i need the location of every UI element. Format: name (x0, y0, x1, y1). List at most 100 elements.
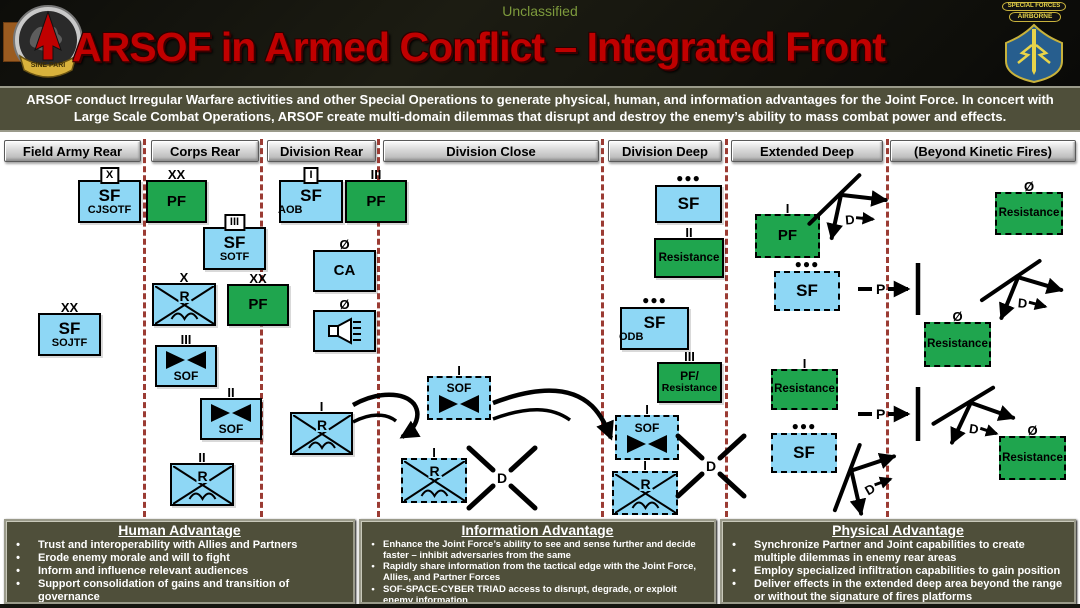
special-forces-patch-icon: SPECIAL FORCES AIRBORNE (1002, 2, 1066, 84)
unit-psyop: Ø (313, 298, 376, 352)
unit-pf: XX PF (227, 272, 289, 326)
unit-label: PF (366, 192, 386, 210)
hook-arrow (351, 392, 421, 439)
echelon-marker: ●●● (676, 171, 701, 185)
column-separator (886, 139, 889, 517)
echelon-marker: Ø (1027, 423, 1038, 438)
ranger-recon-icon: R (154, 285, 214, 324)
echelon-marker: ●●● (794, 257, 820, 271)
column-header-division-deep: Division Deep (608, 140, 722, 162)
echelon-marker: XX (60, 300, 79, 315)
unit-label: PF/ (680, 369, 699, 384)
unit-sublabel: SOTF (219, 250, 250, 263)
unit-label: SOF (634, 420, 660, 435)
echelon-marker: ●●● (642, 293, 667, 307)
echelon-marker: XX (249, 271, 267, 286)
slide-title: ARSOF in Armed Conflict – Integrated Fro… (72, 24, 886, 70)
sweep-arrow (492, 388, 614, 441)
panel-title: Physical Advantage (832, 522, 964, 538)
panel-human-advantage: Human Advantage•Trust and interoperabili… (4, 519, 355, 604)
svg-text:D: D (706, 458, 716, 474)
echelon-marker: X (179, 270, 189, 285)
unit-sf: ●●● SF (774, 258, 840, 311)
ranger-recon-icon: R (172, 465, 232, 504)
unit-label: PF (248, 296, 268, 314)
echelon-marker: ●●● (791, 419, 817, 433)
column-header-field-army-rear: Field Army Rear (4, 140, 141, 162)
echelon-marker: I (457, 363, 461, 378)
unit-label: SF (793, 443, 815, 463)
column-header-division-rear: Division Rear (267, 140, 376, 162)
panel-bullet: •Synchronize Partner and Joint capabilit… (732, 538, 1025, 564)
echelon-marker: III (180, 332, 192, 347)
echelon-marker: II (227, 385, 235, 400)
column-header-extended-deep: Extended Deep (731, 140, 883, 162)
footer-strip (0, 604, 1080, 608)
column-header-division-close: Division Close (383, 140, 599, 162)
unit-label: SF (98, 185, 121, 205)
unit-label: SF (796, 281, 818, 301)
unit-label: CA (333, 262, 356, 280)
panel-bullet: •SOF-SPACE-CYBER TRIAD access to disrupt… (371, 583, 677, 604)
echelon-marker: I (643, 458, 647, 473)
unit-sublabel: ODB (619, 330, 644, 343)
echelon-marker: I (802, 356, 807, 371)
panel-bullet: •Employ specialized infiltration capabil… (732, 564, 1061, 577)
unit-sf: ●●● SF (771, 420, 837, 473)
sof-bowtie-icon (211, 404, 251, 422)
unit-label: PF (166, 192, 187, 210)
unit-label: Resistance (998, 207, 1060, 220)
usasoc-emblem-icon: SINE PARI (12, 4, 84, 82)
echelon-marker: I (303, 167, 319, 184)
unit-label: SF (677, 194, 700, 214)
unit-label: SOF (218, 422, 244, 436)
d-cross-graphic: D (675, 433, 747, 499)
echelon-marker: Ø (339, 237, 350, 252)
unit-label: Resistance (774, 383, 835, 396)
panel-bullet: •Enhance the Joint Force’s ability to se… (371, 538, 696, 561)
d-cross-graphic: D (466, 445, 538, 511)
column-header-corps-rear: Corps Rear (151, 140, 259, 162)
svg-text:R: R (316, 417, 326, 433)
svg-text:P: P (876, 406, 885, 422)
emblem-banner-text: SINE PARI (31, 62, 66, 69)
disrupt-graphic: D (979, 258, 1064, 321)
airborne-tab: AIRBORNE (1009, 12, 1061, 22)
echelon-marker: I (645, 402, 649, 417)
echelon-marker: II (198, 450, 206, 465)
ranger-recon-icon: R (614, 473, 676, 513)
column-separator (377, 139, 380, 517)
svg-text:P: P (876, 281, 885, 297)
svg-text:R: R (640, 476, 650, 492)
unit-sof: II SOF (200, 386, 262, 440)
echelon-marker: Ø (1023, 179, 1035, 194)
svg-text:D: D (497, 470, 507, 486)
unit-res: Ø Resistance (995, 180, 1063, 235)
column-separator (143, 139, 146, 517)
unit-res: I Resistance (771, 357, 838, 410)
ranger-recon-icon: R (292, 414, 351, 453)
panel-information-advantage: Information Advantage•Enhance the Joint … (359, 519, 716, 604)
panel-bullet: •Trust and interoperability with Allies … (16, 538, 298, 551)
unit-label: Resistance (658, 251, 720, 264)
unit-sublabel: CJSOTF (87, 203, 132, 216)
echelon-marker: Ø (952, 309, 963, 324)
panel-title: Information Advantage (461, 522, 614, 538)
unit-label: PF (777, 227, 798, 245)
panel-bullet: •Inform and influence relevant audiences (16, 564, 249, 577)
svg-text:D: D (862, 481, 878, 499)
